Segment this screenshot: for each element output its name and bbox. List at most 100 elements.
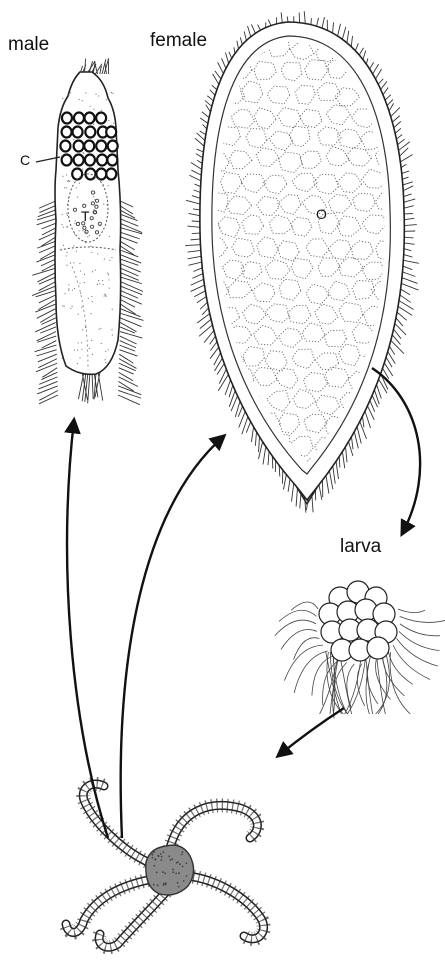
- stipple-dot: [85, 92, 86, 93]
- stipple-dot: [108, 185, 109, 186]
- stipple-dot: [98, 329, 99, 330]
- cilium: [333, 22, 334, 33]
- cilium: [118, 386, 141, 395]
- cilium: [326, 476, 329, 494]
- cilium: [119, 241, 135, 250]
- stipple-dot: [112, 334, 113, 335]
- stipple-dot: [92, 354, 93, 355]
- cilium: [40, 327, 56, 333]
- cilium: [322, 17, 324, 28]
- stipple-dot: [63, 245, 64, 246]
- cilium: [351, 36, 352, 47]
- stipple-dot: [97, 253, 98, 254]
- larva-cilium: [393, 645, 430, 679]
- cilium: [255, 432, 256, 446]
- cilium: [195, 184, 201, 187]
- disc-dot: [165, 882, 167, 884]
- stipple-dot: [79, 183, 80, 184]
- stipple-dot: [73, 245, 74, 246]
- disc-dot: [152, 854, 154, 856]
- stipple-dot: [89, 348, 90, 349]
- cilium: [197, 149, 204, 152]
- disc-dot: [152, 857, 154, 859]
- stipple-dot: [104, 359, 105, 360]
- arrow-host-to-male: [67, 420, 108, 838]
- cilium: [237, 41, 239, 49]
- disc-dot: [185, 862, 187, 864]
- stipple-dot: [66, 265, 67, 266]
- cilium: [387, 99, 393, 105]
- stipple-dot: [109, 236, 110, 237]
- cilium: [120, 336, 137, 344]
- stipple-dot: [73, 262, 74, 263]
- c-cell: [62, 155, 72, 166]
- brittle-star-icon: [66, 784, 264, 947]
- stipple-dot: [102, 280, 103, 281]
- cilium: [378, 79, 383, 84]
- larva-cilium: [294, 651, 327, 693]
- stipple-dot: [76, 251, 77, 252]
- c-cell: [74, 141, 84, 152]
- stipple-dot: [105, 351, 106, 352]
- disc-dot: [183, 880, 185, 882]
- disc-dot: [186, 875, 188, 877]
- disc-dot: [162, 871, 164, 873]
- c-cell: [72, 169, 82, 180]
- cilium: [389, 103, 394, 111]
- egg-cell: [206, 373, 227, 392]
- larva-cilium: [291, 602, 318, 610]
- ciliated-larva-icon: [275, 581, 445, 718]
- cilium: [338, 24, 341, 36]
- disc-dot: [161, 856, 163, 858]
- stipple-dot: [79, 263, 80, 264]
- cilium: [362, 416, 363, 427]
- egg-cell: [397, 457, 421, 477]
- cilium: [193, 268, 202, 272]
- stipple-dot: [103, 203, 104, 204]
- egg-cell: [379, 65, 400, 84]
- cilium: [225, 53, 228, 64]
- stipple-dot: [79, 283, 80, 284]
- c-cell: [107, 155, 117, 166]
- stipple-dot: [108, 274, 109, 275]
- disc-dot: [179, 863, 181, 865]
- cilium: [357, 427, 361, 444]
- brittle-star-disc: [146, 845, 194, 895]
- stipple-dot: [66, 226, 67, 227]
- stipple-dot: [62, 176, 63, 177]
- stipple-dot: [68, 288, 69, 289]
- cilium: [120, 332, 142, 339]
- cilium: [404, 194, 412, 197]
- larva-cell: [367, 637, 389, 659]
- cilium: [377, 385, 382, 399]
- cilium: [238, 406, 242, 417]
- stipple-dot: [106, 296, 107, 297]
- cilium: [119, 354, 133, 363]
- stipple-dot: [109, 260, 110, 261]
- stipple-dot: [112, 309, 113, 310]
- cilium: [229, 385, 233, 397]
- stipple-dot: [98, 95, 99, 96]
- cilium: [379, 379, 387, 393]
- stipple-dot: [74, 223, 75, 224]
- stipple-dot: [68, 284, 69, 285]
- cilium: [251, 24, 255, 33]
- disc-dot: [164, 872, 166, 874]
- stipple-dot: [111, 329, 112, 330]
- c-cell: [60, 141, 70, 152]
- cilium: [373, 64, 379, 74]
- cilium: [288, 479, 290, 492]
- cilium: [195, 138, 204, 146]
- stipple-dot: [106, 99, 107, 100]
- stipple-dot: [92, 301, 93, 302]
- cilium: [304, 11, 305, 23]
- stipple-dot: [84, 282, 85, 283]
- cilium: [268, 451, 269, 465]
- label-o: O: [316, 206, 327, 222]
- cilium: [283, 475, 286, 490]
- cilium: [219, 369, 226, 383]
- cilium: [38, 300, 55, 310]
- stipple-dot: [93, 209, 94, 210]
- cilium: [400, 155, 412, 162]
